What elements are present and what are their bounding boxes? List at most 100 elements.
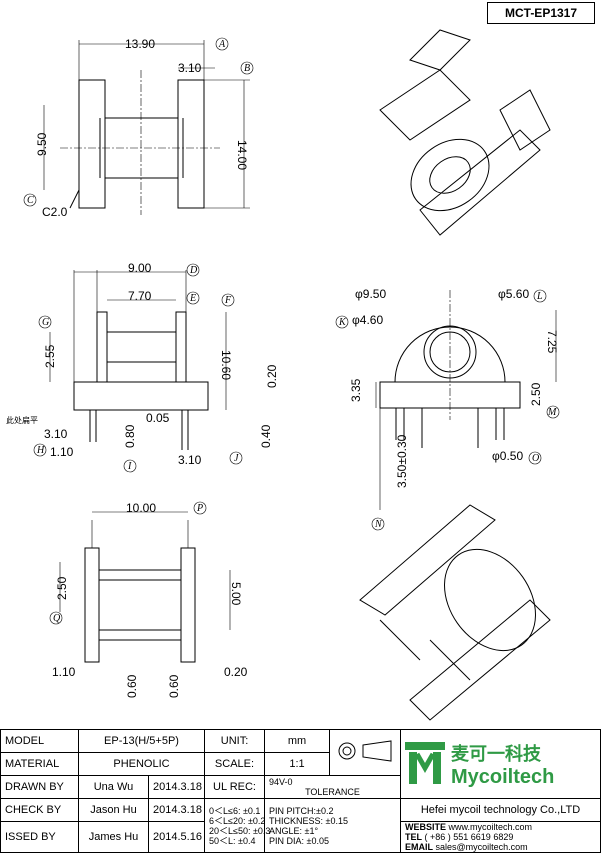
marker-n: N — [374, 519, 383, 530]
check-date: 2014.3.18 — [148, 798, 205, 822]
dim-r-len: 3.50±0.30 — [395, 434, 409, 488]
marker-c: C — [27, 195, 34, 206]
projection-symbol — [329, 729, 401, 776]
model-value: EP-13(H/5+5P) — [78, 729, 205, 753]
bottom-view — [59, 511, 231, 663]
model-label: MODEL — [0, 729, 79, 753]
ul-value: 94V-0 — [269, 777, 293, 787]
tolerance-left: 0＜L≤6: ±0.1 6＜L≤20: ±0.2 20＜L≤50: ±0.3 5… — [204, 798, 271, 853]
tol-3: 20＜L≤50: ±0.3 — [209, 825, 271, 836]
dim-mid-e: 0.40 — [259, 424, 273, 448]
scale-value: 1:1 — [264, 752, 330, 776]
marker-l: L — [536, 291, 543, 302]
marker-o: O — [532, 453, 539, 464]
dim-bot-w: 10.00 — [126, 501, 156, 515]
technical-drawing: 13.90 3.10 9.50 14.00 C2.0 9.00 7.70 2.5… — [6, 29, 560, 721]
tol-8: PIN DIA: ±0.05 — [269, 835, 329, 846]
unit-label: UNIT: — [204, 729, 265, 753]
marker-e: E — [189, 293, 196, 304]
logo-cn: 麦可一科技 — [451, 743, 541, 765]
marker-d: D — [189, 265, 198, 276]
website-label: WEBSITE — [405, 822, 447, 832]
dim-mid-c: 0.80 — [123, 424, 137, 448]
dim-r-d2: φ5.60 — [498, 287, 529, 301]
dim-top-total: 14.00 — [235, 140, 249, 170]
mycoiltech-logo-icon — [405, 742, 445, 784]
marker-p: P — [196, 503, 203, 514]
marker-k: K — [338, 317, 347, 328]
issued-label: ISSED BY — [0, 821, 79, 853]
dim-mid-w2: 7.70 — [128, 289, 152, 303]
logo-en: Mycoiltech — [451, 765, 555, 788]
flat-note: 此处扁平 — [6, 415, 38, 425]
dim-mid-f: 3.10 — [178, 453, 202, 467]
dim-mid-b: 1.10 — [50, 445, 74, 459]
tol-5: PIN PITCH:±0.2 — [269, 805, 334, 816]
drawn-label: DRAWN BY — [0, 775, 79, 799]
dim-mid-a: 3.10 — [44, 427, 68, 441]
drawn-by: Una Wu — [78, 775, 149, 799]
drawn-date: 2014.3.18 — [148, 775, 205, 799]
company-logo: 麦可一科技 Mycoiltech — [400, 729, 601, 799]
dim-mid-h1: 2.55 — [43, 344, 57, 368]
isometric-view-bottom — [359, 504, 551, 721]
dim-bot-a: 1.10 — [52, 665, 76, 679]
tol-6: THICKNESS: ±0.15 — [269, 815, 348, 826]
dim-top-flange: 3.10 — [178, 61, 202, 75]
tol-4: 50＜L: ±0.4 — [209, 835, 256, 846]
dim-r-d3: φ4.60 — [352, 313, 383, 327]
marker-j: J — [234, 453, 239, 464]
front-view-right — [375, 290, 557, 510]
marker-g: G — [42, 317, 49, 328]
dim-top-width: 13.90 — [125, 37, 155, 51]
tol-1: 0＜L≤6: ±0.1 — [209, 805, 261, 816]
dim-r-h2: 3.35 — [349, 378, 363, 402]
tol-7: ANGLE: ±1° — [269, 825, 319, 836]
check-label: CHECK BY — [0, 798, 79, 822]
dim-chamfer: C2.0 — [42, 205, 68, 219]
material-value: PHENOLIC — [78, 752, 205, 776]
title-block: MODEL EP-13(H/5+5P) UNIT: mm 麦可一科技 Mycoi… — [0, 729, 601, 853]
dim-r-d1: φ9.50 — [355, 287, 386, 301]
tel-label: TEL — [405, 832, 422, 842]
dim-bot-h2: 5.00 — [229, 582, 243, 606]
side-view — [49, 270, 227, 450]
tolerance-label: TOLERANCE — [305, 787, 360, 797]
isometric-view-top — [379, 29, 551, 236]
email-value[interactable]: sales@mycoiltech.com — [435, 842, 528, 852]
dim-bot-h1: 2.50 — [55, 576, 69, 600]
front-view-top — [43, 40, 250, 215]
issued-by: James Hu — [78, 821, 149, 853]
scale-label: SCALE: — [204, 752, 265, 776]
tolerance-right: PIN PITCH:±0.2 THICKNESS: ±0.15 ANGLE: ±… — [264, 798, 401, 853]
dim-r-h1: 7.25 — [545, 330, 559, 354]
marker-m: M — [547, 407, 557, 418]
email-label: EMAIL — [405, 842, 433, 852]
dim-r-pin: φ0.50 — [492, 449, 523, 463]
tol-2: 6＜L≤20: ±0.2 — [209, 815, 266, 826]
reference-markers — [23, 37, 560, 625]
website-value[interactable]: www.mycoiltech.com — [448, 822, 533, 832]
dim-bot-d: 0.20 — [224, 665, 248, 679]
check-by: Jason Hu — [78, 798, 149, 822]
drawing-code: MCT-EP1317 — [487, 2, 595, 24]
unit-value: mm — [264, 729, 330, 753]
contact-cell: WEBSITE www.mycoiltech.com TEL ( +86 ) 5… — [400, 821, 601, 853]
dim-mid-h2: 10.60 — [219, 350, 233, 380]
tel-value: ( +86 ) 551 6619 6829 — [424, 832, 514, 842]
dim-r-h3: 2.50 — [529, 382, 543, 406]
marker-b: B — [244, 63, 250, 74]
projection-icon — [338, 740, 392, 762]
marker-f: F — [224, 295, 232, 306]
dim-top-height: 9.50 — [35, 132, 49, 156]
dim-bot-b: 0.60 — [125, 674, 139, 698]
marker-i: I — [127, 461, 132, 472]
dim-mid-d: 0.05 — [146, 411, 170, 425]
dim-mid-w1: 9.00 — [128, 261, 152, 275]
issued-date: 2014.5.16 — [148, 821, 205, 853]
marker-h: H — [36, 445, 45, 456]
company-name: Hefei mycoil technology Co.,LTD — [400, 798, 601, 822]
marker-q: Q — [53, 613, 61, 624]
ul-tolerance-cell: 94V-0 TOLERANCE — [264, 775, 401, 799]
material-label: MATERIAL — [0, 752, 79, 776]
